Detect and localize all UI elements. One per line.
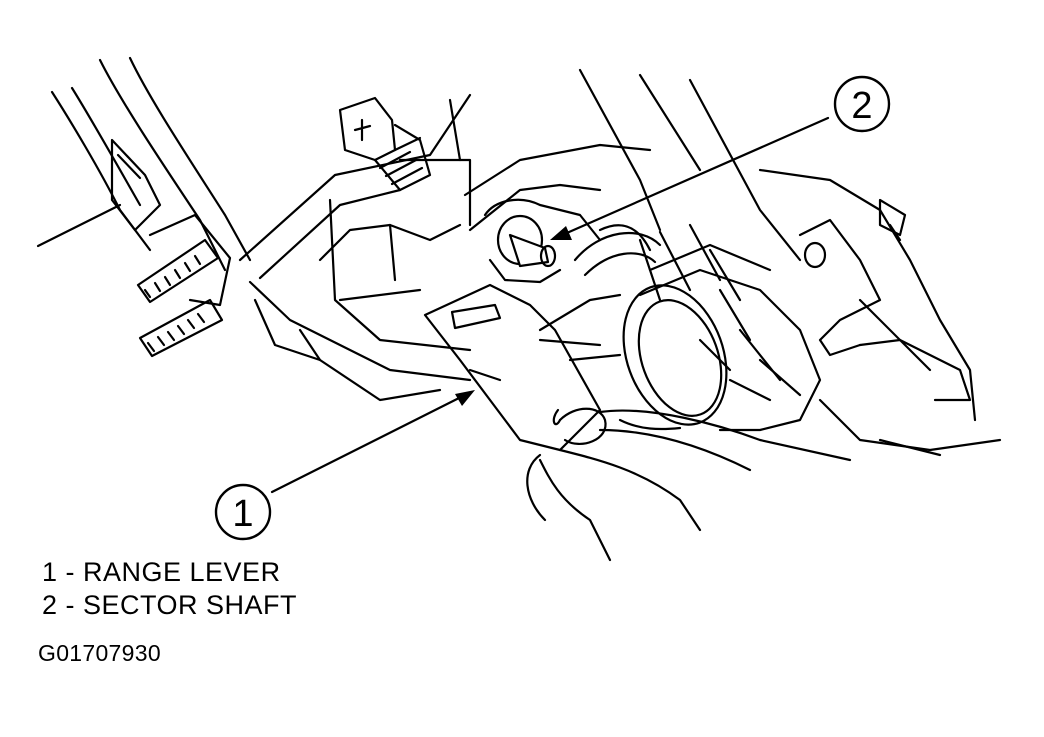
output-housing-ring: [622, 243, 822, 432]
figure-id: G01707930: [38, 640, 161, 666]
callout-2: 2: [833, 75, 891, 133]
vehicle-speed-sensor: [338, 96, 432, 192]
housing-ribs: [638, 223, 802, 402]
callout-leaders: [270, 116, 830, 494]
technician-hand: [526, 407, 852, 562]
right-case-half: [758, 168, 1002, 457]
callout-legend: 1 - RANGE LEVER 2 - SECTOR SHAFT: [42, 556, 297, 622]
callout-2-arrowhead: [550, 226, 572, 240]
callout-2-number: 2: [851, 85, 872, 127]
callout-1-arrowhead: [455, 390, 475, 406]
legend-item-range-lever: 1 - RANGE LEVER: [42, 557, 281, 587]
mounting-studs: [136, 238, 224, 358]
sector-shaft: [483, 198, 602, 284]
transfer-case-housing: [238, 68, 802, 402]
callout-1-number: 1: [232, 493, 253, 535]
range-lever: [423, 283, 602, 452]
shift-fork-housing: [573, 224, 662, 277]
frame-bracket: [36, 56, 252, 307]
callout-1: 1: [214, 483, 272, 541]
legend-item-sector-shaft: 2 - SECTOR SHAFT: [42, 590, 298, 620]
